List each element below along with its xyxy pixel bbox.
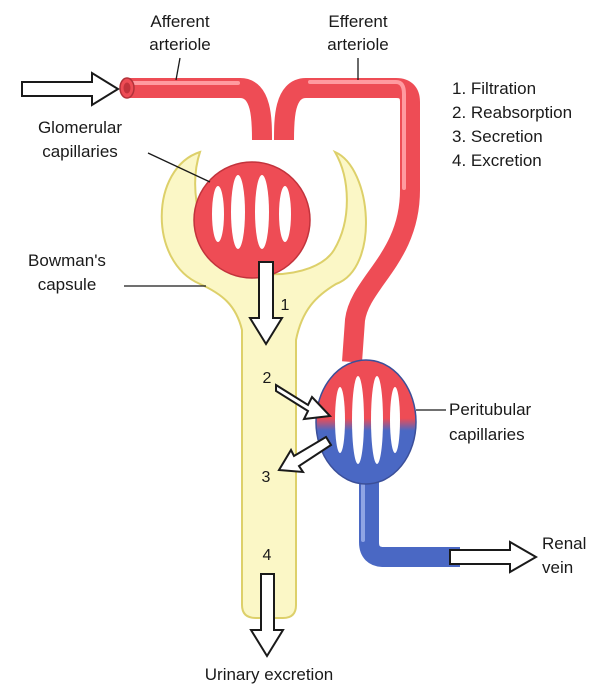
process-item-filtration: 1. Filtration [452,79,536,98]
bowman-label-line2: capsule [38,275,97,294]
entry-arrow [21,71,120,107]
secretion-arrow [277,435,333,474]
urinary-excretion-label: Urinary excretion [205,665,334,684]
step-number-3: 3 [262,469,271,486]
step-number-1: 1 [281,297,290,314]
afferent-arteriole [128,78,272,141]
reabsorption-arrow [275,383,333,421]
glomerular-label-line1: Glomerular [38,118,122,137]
renal-vein-exit-arrow [449,540,539,574]
process-item-excretion: 4. Excretion [452,151,542,170]
peritubular-capillary-bed [315,359,417,485]
efferent-arteriole [274,78,420,363]
afferent-label-line1: Afferent [150,12,210,31]
excretion-arrow [249,573,285,658]
efferent-label-line2: arteriole [327,35,388,54]
efferent-label-line1: Efferent [328,12,388,31]
step-number-4: 4 [263,547,272,564]
peritubular-label-line1: Peritubular [449,400,532,419]
renal-vein-label-line1: Renal [542,534,586,553]
process-item-reabsorption: 2. Reabsorption [452,103,572,122]
glomerular-label-line2: capillaries [42,142,118,161]
step-number-2: 2 [263,370,272,387]
afferent-leader [175,57,181,81]
afferent-label-line2: arteriole [149,35,210,54]
bowman-label-line1: Bowman's [28,251,106,270]
peritubular-loops [335,376,400,464]
glomerular-loops [212,175,291,249]
process-item-secretion: 3. Secretion [452,127,543,146]
renal-vein-tube [359,478,460,567]
process-list: 1. Filtration 2. Reabsorption 3. Secreti… [452,79,572,170]
glomerular-leader [147,152,211,183]
filtration-arrow [248,261,284,346]
peritubular-label-line2: capillaries [449,425,525,444]
glomerulus [193,161,311,279]
renal-vein-label-line2: vein [542,558,573,577]
